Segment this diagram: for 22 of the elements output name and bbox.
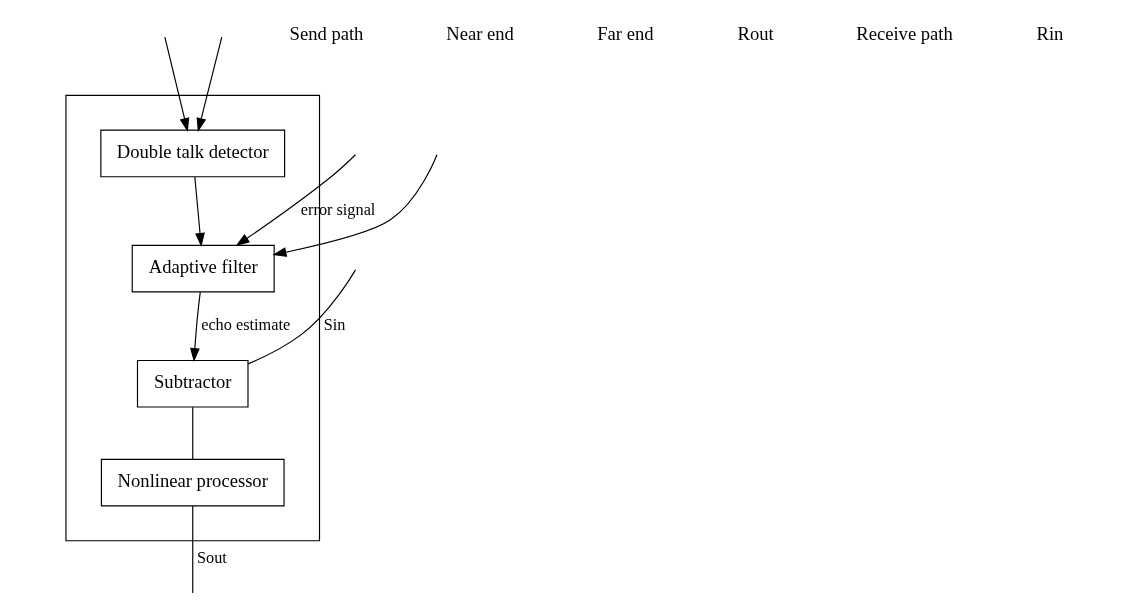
arrow [271,154,437,257]
edge-label: Sout [196,548,227,568]
connector [247,269,356,365]
connector [191,505,193,594]
node-box: Double talk detector [99,129,285,178]
label: Rin [1036,23,1063,45]
arrow [189,291,201,362]
connector [191,406,193,460]
edge-label: Sin [323,315,345,335]
arrow [193,176,205,247]
label: Receive path [855,23,953,45]
arrow [163,36,189,132]
arrow [196,36,222,132]
label: Far end [596,23,654,45]
edge-label: echo estimate [200,315,290,335]
node-box: Nonlinear processor [100,458,285,507]
node-box: Adaptive filter [131,244,275,293]
arrow [235,154,356,246]
label: Send path [289,23,363,45]
label: Rout [737,23,774,45]
node-box: Subtractor [136,359,249,408]
label: Near end [445,23,514,45]
